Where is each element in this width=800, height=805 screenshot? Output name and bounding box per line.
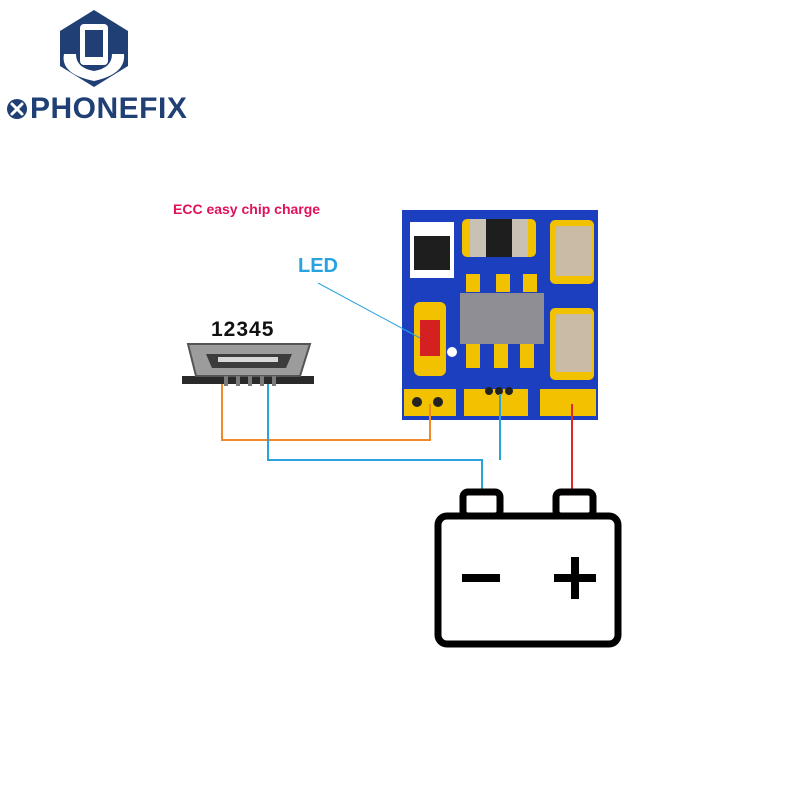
ic-chip (460, 274, 544, 368)
pad-hole (412, 397, 422, 407)
battery-negative-icon (462, 574, 500, 582)
close-icon (7, 99, 27, 119)
pad-hole (495, 387, 503, 395)
resistor-component (462, 219, 536, 257)
pad-hole (505, 387, 513, 395)
led-leader-line (317, 282, 421, 339)
brand-name: PHONEFIX (30, 92, 188, 125)
battery-icon (434, 488, 622, 648)
led-label: LED (298, 255, 338, 277)
led-component (414, 302, 457, 376)
orange-wire (221, 384, 431, 441)
battery-positive-icon (554, 557, 596, 599)
micro-usb-connector (182, 343, 314, 386)
pad-hole (433, 397, 443, 407)
capacitor-top (550, 220, 594, 284)
diode-component (410, 222, 454, 278)
diagram-title: ECC easy chip charge (173, 201, 321, 217)
pcb-pad-right (540, 389, 596, 416)
pad-hole (485, 387, 493, 395)
pcb-board (402, 210, 598, 420)
blue-wire (267, 384, 483, 492)
capacitor-bottom (550, 308, 594, 380)
usb-pin-numbers: 12345 (211, 318, 275, 341)
phonefix-logo-icon (60, 10, 128, 87)
